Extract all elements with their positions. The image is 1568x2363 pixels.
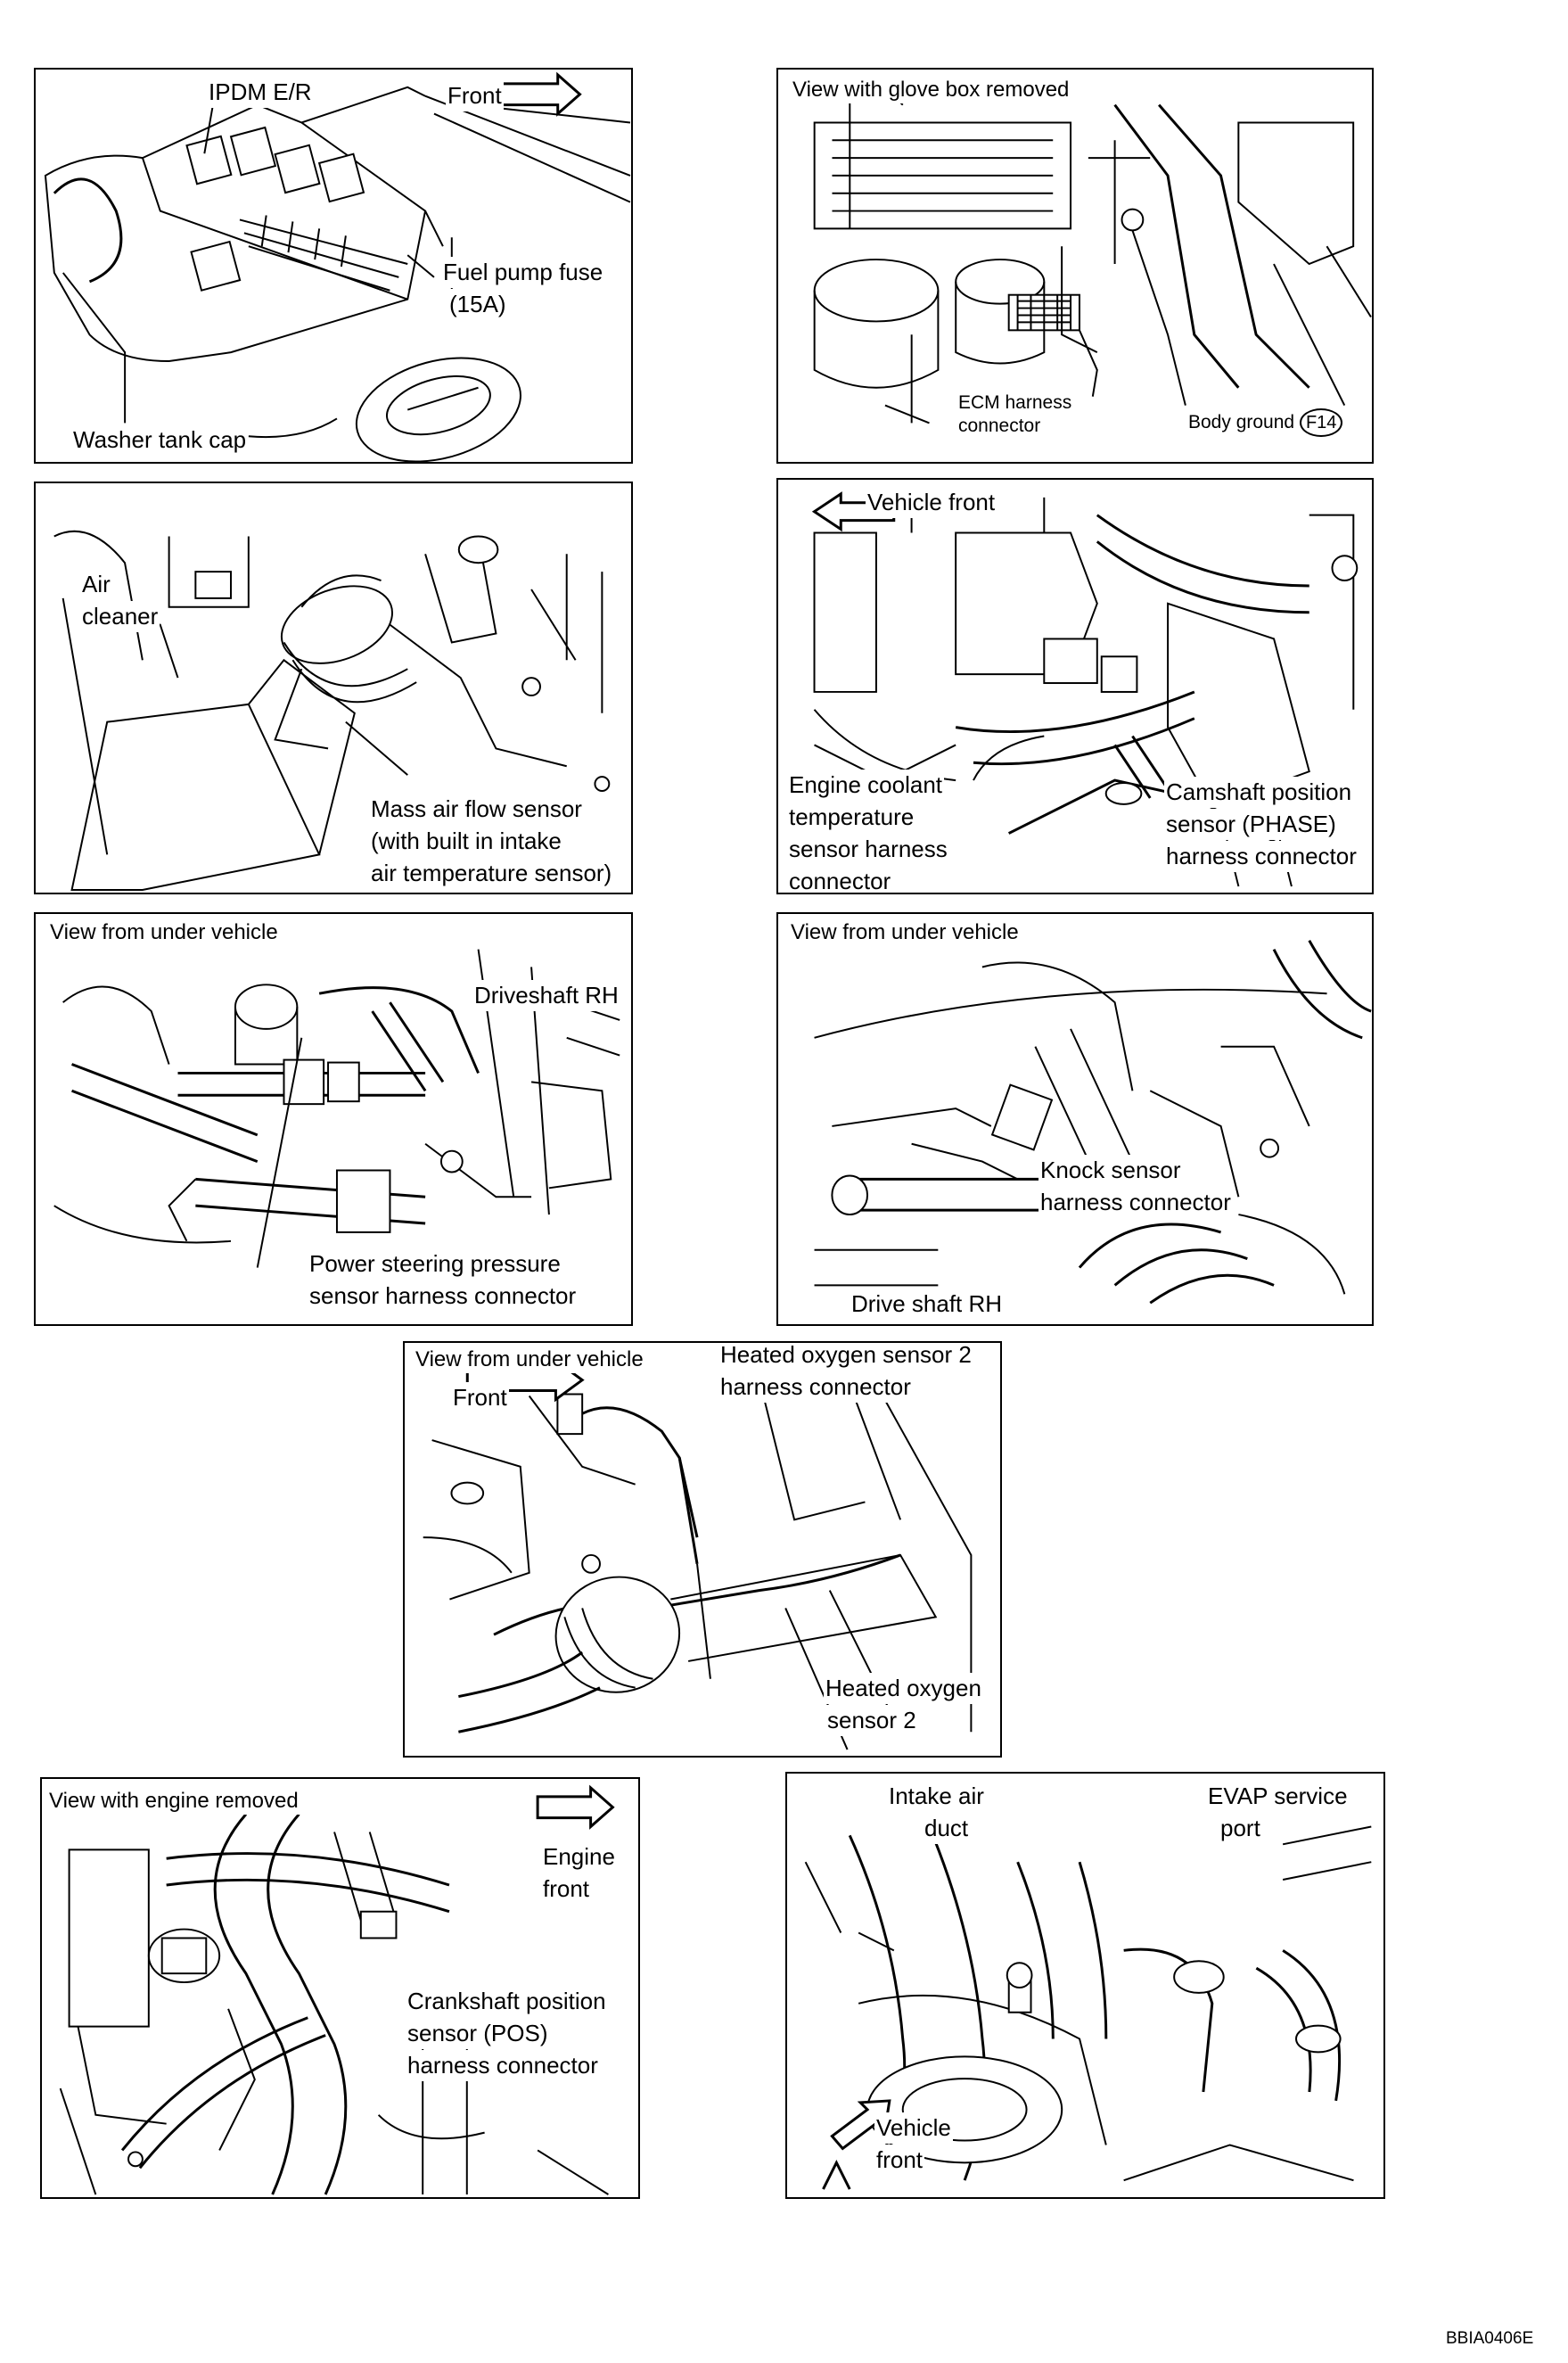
ect-label-2: temperature: [787, 802, 916, 833]
knock-label: Knock sensor: [1038, 1155, 1183, 1186]
knock-title: View from under vehicle: [789, 919, 1021, 946]
cmp-label-2: sensor (PHASE): [1164, 809, 1338, 840]
ecm-harness-label: ECM harness: [956, 391, 1074, 416]
driveshaft-label: Driveshaft RH: [472, 980, 620, 1011]
front-label: Front: [446, 80, 504, 111]
vehicle-front-label: Vehicle front: [866, 487, 997, 518]
cleaner-label: cleaner: [80, 601, 160, 632]
ps-sensor-label-2: sensor harness connector: [308, 1280, 579, 1312]
ho2s-sensor-label-2: sensor 2: [825, 1705, 918, 1736]
knock-label-2: harness connector: [1038, 1187, 1233, 1218]
maf-label: Mass air flow sensor: [369, 794, 584, 825]
fuel-pump-fuse-label: Fuel pump fuse: [441, 257, 605, 288]
ckp-label-3: harness connector: [406, 2050, 600, 2081]
panel-ipdm: IPDM E/R Front Fuel pump fuse (15A) Wash…: [34, 68, 633, 464]
glovebox-title: View with glove box removed: [791, 77, 1071, 103]
fuel-pump-fuse-rating: (15A): [447, 289, 508, 320]
intake-duct-label: Intake air: [887, 1781, 986, 1812]
ckp-label: Crankshaft position: [406, 1986, 608, 2017]
evap-front-label: front: [874, 2145, 925, 2176]
panel-ho2s: View from under vehicle Front Heated oxy…: [403, 1341, 1002, 1758]
ect-label-3: sensor harness: [787, 834, 949, 865]
ipdm-illustration: [44, 71, 631, 462]
glovebox-illustration: [813, 92, 1372, 424]
panel-evap: Intake air duct EVAP service port Vehicl…: [785, 1772, 1385, 2199]
panel-glovebox: View with glove box removed ECM harness …: [776, 68, 1374, 464]
cmp-label: Camshaft position: [1164, 777, 1354, 808]
air-cleaner-illustration: [53, 530, 611, 892]
ho2s-title: View from under vehicle: [414, 1346, 645, 1373]
knock-illustration: [814, 940, 1372, 1305]
panel-air-cleaner: Air cleaner Mass air flow sensor (with b…: [34, 482, 633, 894]
evap-port-label: EVAP service: [1206, 1781, 1350, 1812]
engine-front-label: front: [541, 1873, 592, 1905]
washer-tank-cap-label: Washer tank cap: [71, 424, 249, 456]
engine-label: Engine: [541, 1841, 617, 1873]
ipdm-label: IPDM E/R: [207, 77, 314, 108]
crank-title: View with engine removed: [47, 1788, 300, 1815]
ps-title: View from under vehicle: [48, 919, 280, 946]
panel-coolant-camshaft: Vehicle front Engine coolant temperature…: [776, 478, 1374, 894]
maf-detail-label-2: air temperature sensor): [369, 858, 614, 889]
ps-sensor-label: Power steering pressure: [308, 1248, 562, 1280]
power-steering-illustration: [53, 949, 620, 1268]
panel-crankshaft: View with engine removed Engine front Cr…: [40, 1777, 640, 2199]
intake-duct-label-2: duct: [923, 1813, 971, 1844]
evap-vehicle-label: Vehicle: [874, 2112, 953, 2144]
driveshaft-rh-label: Drive shaft RH: [850, 1289, 1005, 1320]
maf-detail-label: (with built in intake: [369, 826, 563, 857]
air-label: Air: [80, 569, 112, 600]
body-ground-label: Body ground F14: [1186, 408, 1345, 437]
figure-code: BBIA0406E: [1446, 2329, 1534, 2348]
ect-label: Engine coolant: [787, 770, 945, 801]
ground-code-badge: F14: [1299, 408, 1343, 437]
ecm-connector-label: connector: [956, 414, 1043, 439]
ho2s-front-label: Front: [451, 1382, 509, 1413]
ect-label-4: connector: [787, 866, 893, 893]
panel-knock-sensor: View from under vehicle Knock sensor har…: [776, 912, 1374, 1326]
evap-port-label-2: port: [1219, 1813, 1262, 1844]
ckp-label-2: sensor (POS): [406, 2018, 550, 2049]
ho2s-sensor-label: Heated oxygen: [824, 1673, 983, 1704]
ho2s-connector-label-2: harness connector: [718, 1371, 913, 1403]
cmp-label-3: harness connector: [1164, 841, 1359, 872]
ho2s-connector-label: Heated oxygen sensor 2: [718, 1343, 973, 1371]
panel-power-steering: View from under vehicle Driveshaft RH Po…: [34, 912, 633, 1326]
body-ground-text: Body ground: [1188, 412, 1295, 432]
